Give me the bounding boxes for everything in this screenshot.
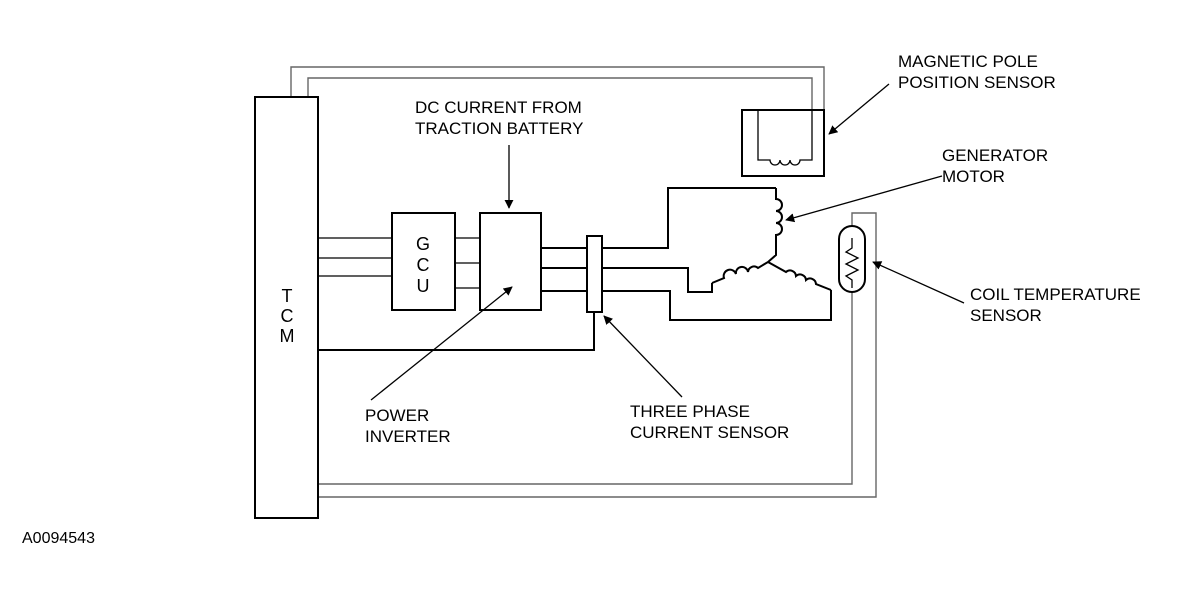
three-phase-current-sensor xyxy=(586,235,603,313)
three-phase-label: THREE PHASE CURRENT SENSOR xyxy=(630,402,789,442)
tcm-current-sensor-wire xyxy=(318,312,595,351)
power-inverter-label-line1: POWER xyxy=(365,406,429,425)
dc-current-label-line1: DC CURRENT FROM xyxy=(415,98,582,117)
dc-current-label: DC CURRENT FROM TRACTION BATTERY xyxy=(415,98,583,138)
tcm-block: T C M xyxy=(254,96,319,519)
coil-temp-label: COIL TEMPERATURE SENSOR xyxy=(970,285,1141,325)
figure-id: A0094543 xyxy=(22,530,95,547)
power-inverter-label-line2: INVERTER xyxy=(365,427,451,446)
magnetic-pole-label-line1: MAGNETIC POLE xyxy=(898,52,1038,71)
magnetic-pole-label-line2: POSITION SENSOR xyxy=(898,73,1056,92)
dc-current-label-line2: TRACTION BATTERY xyxy=(415,119,583,138)
coil-temp-label-line2: SENSOR xyxy=(970,306,1042,325)
generator-motor-label-line1: GENERATOR xyxy=(942,146,1048,165)
magnetic-pole-position-sensor xyxy=(741,109,825,177)
coil-temperature-sensor xyxy=(838,225,866,293)
gcu-block: G C U xyxy=(391,212,456,311)
generator-motor-label-line2: MOTOR xyxy=(942,167,1005,186)
leader-arrows xyxy=(370,83,965,401)
power-inverter-label: POWER INVERTER xyxy=(365,406,451,446)
coil-temperature-sensor-wires xyxy=(318,212,877,498)
gcu-letter-u: U xyxy=(417,276,430,296)
tcm-letter-c: C xyxy=(281,306,294,326)
generator-motor-label: GENERATOR MOTOR xyxy=(942,146,1048,186)
three-phase-wires xyxy=(541,187,832,321)
magnetic-pole-label: MAGNETIC POLE POSITION SENSOR xyxy=(898,52,1056,92)
three-phase-label-line2: CURRENT SENSOR xyxy=(630,423,789,442)
power-inverter-block xyxy=(479,212,542,311)
three-phase-label-line1: THREE PHASE xyxy=(630,402,750,421)
coil-temp-label-line1: COIL TEMPERATURE xyxy=(970,285,1141,304)
gcu-letter-g: G xyxy=(416,234,430,254)
tcm-letter-t: T xyxy=(282,286,293,306)
gcu-letter-c: C xyxy=(417,255,430,275)
generator-motor-windings xyxy=(711,188,832,291)
gcu-inverter-wires xyxy=(455,237,480,289)
magnetic-pole-sensor-wires xyxy=(290,66,825,110)
tcm-letter-m: M xyxy=(280,326,295,346)
tcm-gcu-wires xyxy=(318,237,392,277)
